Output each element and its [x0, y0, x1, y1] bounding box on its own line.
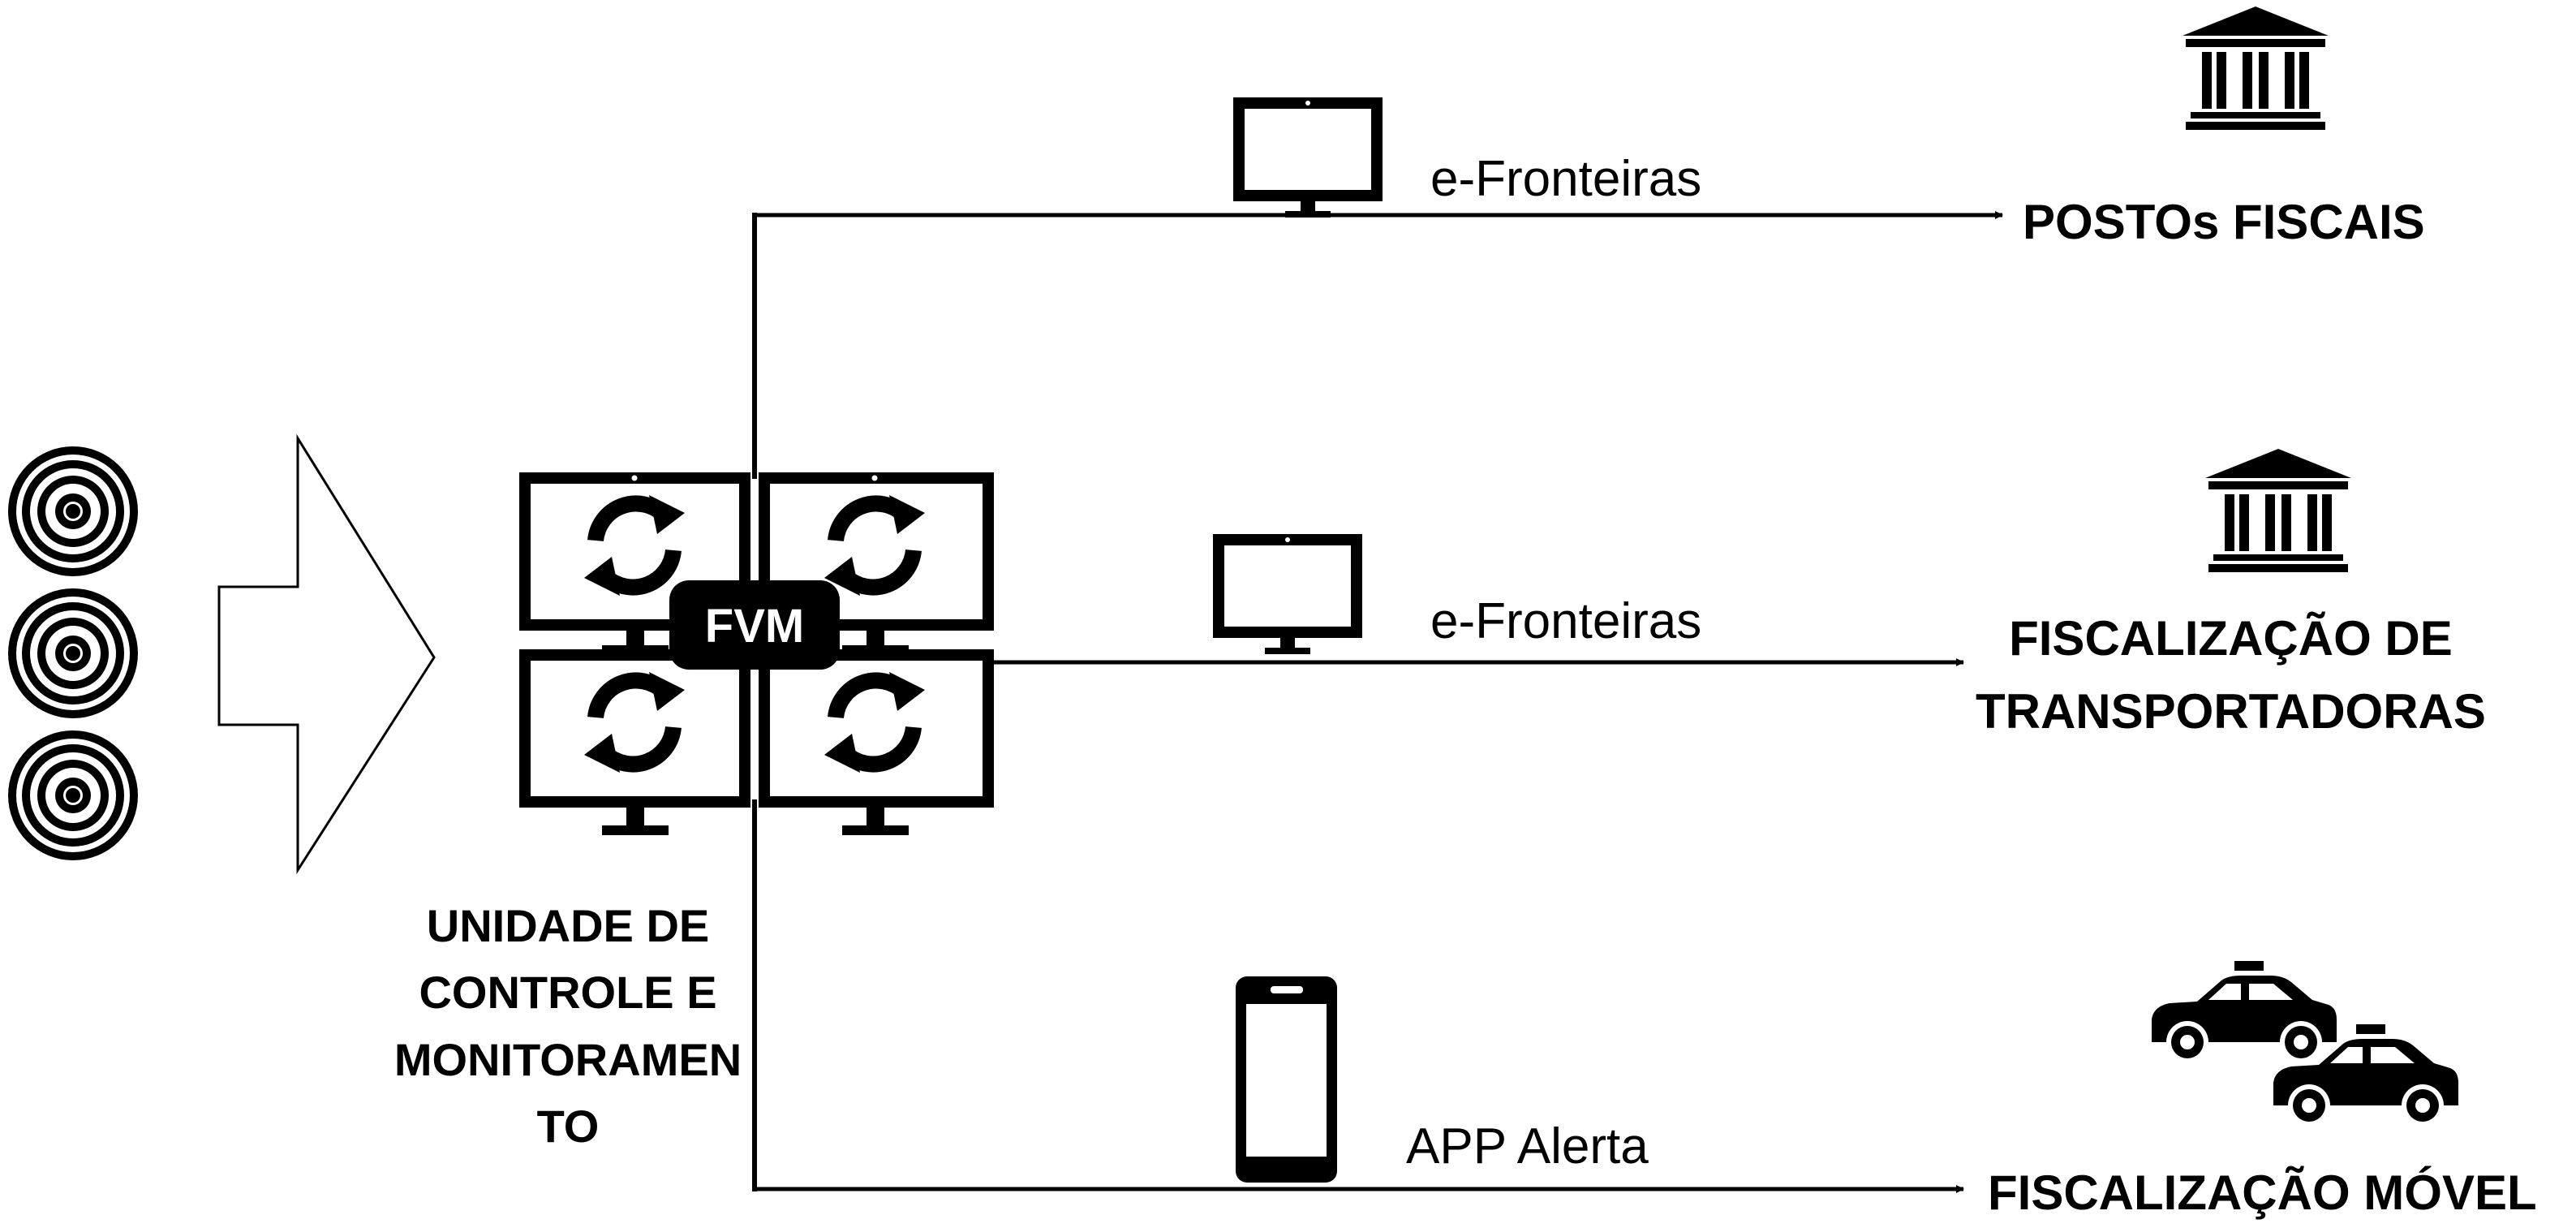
- hub-monitor-4: [759, 649, 994, 835]
- hub-monitor-1: [519, 472, 750, 653]
- destination-label-middle-line-1: FISCALIZAÇÃO DE: [2009, 611, 2453, 666]
- hub-monitor-3: [519, 649, 750, 835]
- hub-caption-line-4: TO: [536, 1100, 600, 1152]
- sensor-target-icon-3: [8, 730, 138, 860]
- fvm-badge: [669, 580, 840, 670]
- hub-caption-line-3: MONITORAMEN: [393, 1033, 742, 1085]
- hub-fvm-label: FVM: [704, 600, 805, 653]
- input-arrow-icon: [217, 433, 436, 875]
- channel-label-bottom: APP Alerta: [1406, 1118, 1649, 1174]
- hub-caption-line-2: CONTROLE E: [419, 967, 717, 1019]
- middle-government-building-icon: [2205, 449, 2351, 572]
- destination-label-top: POSTOs FISCAIS: [2023, 195, 2425, 249]
- sensor-target-icon-1: [8, 446, 138, 576]
- monitor-wall-sync-icon: [519, 472, 994, 835]
- hub-caption: UNIDADE DE CONTROLE E MONITORAMEN TO: [377, 893, 759, 1160]
- hub-caption-line-1: UNIDADE DE: [426, 900, 710, 951]
- patrol-car-icon-1: [2152, 961, 2337, 1063]
- channel-label-middle: e-Fronteiras: [1430, 593, 1702, 649]
- top-government-building-icon: [2183, 6, 2329, 130]
- connector-lines: [752, 211, 2003, 1193]
- destination-label-middle-line-2: TRANSPORTADORAS: [1976, 684, 2486, 739]
- smartphone-icon: [1236, 976, 1337, 1183]
- middle-monitor-icon: [1213, 534, 1362, 654]
- destination-label-middle: FISCALIZAÇÃO DE TRANSPORTADORAS: [1976, 602, 2486, 748]
- destination-label-bottom: FISCALIZAÇÃO MÓVEL: [1988, 1166, 2537, 1220]
- channel-label-top: e-Fronteiras: [1430, 151, 1702, 207]
- top-monitor-icon: [1233, 97, 1383, 218]
- sensor-target-icon-2: [8, 588, 138, 718]
